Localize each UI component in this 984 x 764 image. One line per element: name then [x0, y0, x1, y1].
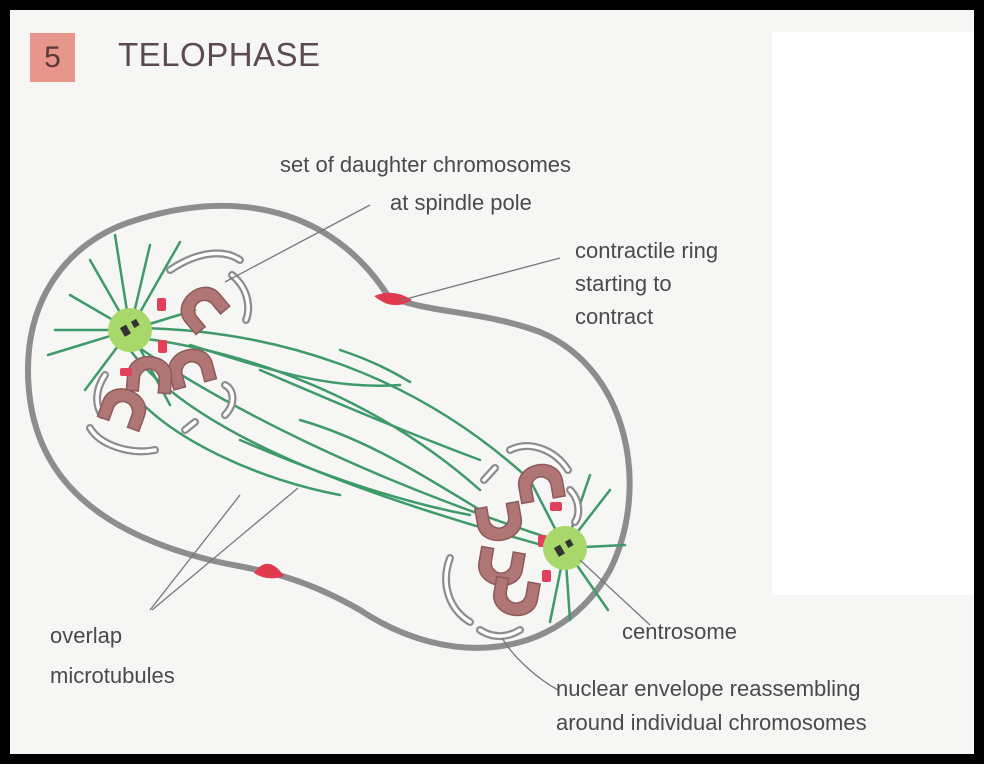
label-contractile-ring-2: starting to: [575, 268, 672, 300]
label-contractile-ring-1: contractile ring: [575, 235, 718, 267]
centrosome-left: [108, 308, 152, 352]
telophase-diagram: [10, 10, 974, 754]
label-daughter-chromosomes-1: set of daughter chromosomes: [280, 149, 571, 181]
label-overlap-1: overlap: [50, 620, 122, 652]
leader-contractile-ring: [402, 258, 560, 300]
label-centrosome: centrosome: [622, 616, 737, 648]
label-nuclear-envelope-2: around individual chromosomes: [556, 707, 867, 739]
diagram-frame: 5 TELOPHASE: [10, 10, 974, 754]
label-overlap-2: microtubules: [50, 660, 175, 692]
cell-membrane: [28, 206, 630, 648]
label-nuclear-envelope-1: nuclear envelope reassembling: [556, 673, 861, 705]
label-daughter-chromosomes-2: at spindle pole: [390, 187, 532, 219]
label-contractile-ring-3: contract: [575, 301, 653, 333]
centrosome-right: [543, 526, 587, 570]
